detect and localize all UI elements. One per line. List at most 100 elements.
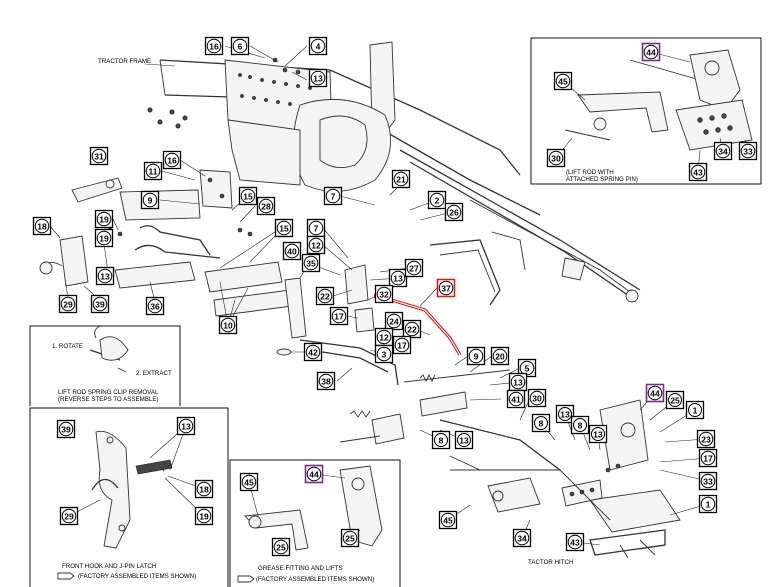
- step-rotate-label: 1. ROTATE: [52, 343, 83, 350]
- callout-15: 15: [274, 218, 294, 238]
- callout-number: 13: [393, 274, 403, 284]
- clip-removal-title: LIFT ROD SPRING CLIP REMOVAL: [58, 389, 159, 396]
- inset-front-hook-panel: [29, 407, 229, 587]
- callout-41: 41: [506, 389, 526, 409]
- callout-9: 9: [140, 190, 160, 210]
- callout-number: 45: [558, 77, 568, 87]
- callout-36: 36: [145, 296, 165, 316]
- callout-28: 28: [256, 196, 276, 216]
- callout-22: 22: [402, 319, 422, 339]
- callout-2: 2: [427, 190, 447, 210]
- callout-number: 44: [309, 470, 319, 480]
- callout-number: 33: [743, 147, 753, 157]
- callout-number: 25: [670, 396, 680, 406]
- callout-number: 8: [578, 421, 583, 431]
- callout-number: 42: [308, 348, 318, 358]
- callout-13: 13: [588, 424, 608, 444]
- callout-number: 12: [311, 241, 321, 251]
- callout-number: 31: [94, 152, 104, 162]
- callout-39: 39: [90, 294, 110, 314]
- callout-number: 27: [409, 264, 419, 274]
- callout-30: 30: [527, 388, 547, 408]
- callout-9: 9: [466, 346, 486, 366]
- callout-33: 33: [738, 141, 758, 161]
- callout-number: 28: [261, 202, 271, 212]
- callout-32: 32: [374, 284, 394, 304]
- lift-rod-caption-1: (LIFT ROD WITH: [566, 169, 614, 176]
- callout-8: 8: [570, 415, 590, 435]
- callout-23: 23: [696, 429, 716, 449]
- callout-19: 19: [194, 506, 214, 526]
- callout-38: 38: [316, 371, 336, 391]
- callout-number: 25: [276, 543, 286, 553]
- callout-43: 43: [688, 162, 708, 182]
- callout-37: 37: [436, 278, 456, 298]
- callout-number: 44: [650, 389, 660, 399]
- callout-7: 7: [306, 218, 326, 238]
- callout-number: 13: [313, 74, 323, 84]
- callout-number: 8: [539, 419, 544, 429]
- callout-number: 16: [167, 156, 177, 166]
- inset-clip-removal-panel: [29, 325, 181, 406]
- callout-number: 9: [148, 196, 153, 206]
- inset-lift-rod-panel: [530, 37, 762, 185]
- callout-45: 45: [553, 71, 573, 91]
- callout-45: 45: [239, 472, 259, 492]
- callout-40: 40: [282, 241, 302, 261]
- callout-number: 38: [321, 377, 331, 387]
- callout-number: 8: [439, 436, 444, 446]
- callout-18: 18: [194, 479, 214, 499]
- callout-4: 4: [308, 36, 328, 56]
- callout-number: 34: [718, 147, 728, 157]
- inset-front-hook-drawing: [91, 430, 173, 549]
- grease-title: GREASE FITTING AND LIFTS: [258, 565, 343, 572]
- callout-number: 5: [525, 364, 530, 374]
- callout-number: 17: [397, 341, 407, 351]
- callout-number: 36: [150, 302, 160, 312]
- callout-13: 13: [95, 266, 115, 286]
- callout-number: 13: [100, 272, 110, 282]
- callout-1: 1: [698, 494, 718, 514]
- callout-number: 32: [379, 290, 389, 300]
- callout-17: 17: [698, 448, 718, 468]
- front-hook-title: FRONT HOOK AND J-PIN LATCH: [62, 563, 156, 570]
- center-mechanism-drawing: [276, 264, 561, 471]
- callout-13: 13: [176, 416, 196, 436]
- grease-pointer-icon: [237, 575, 255, 583]
- callout-number: 13: [459, 436, 469, 446]
- callout-number: 3: [382, 350, 387, 360]
- callout-number: 16: [209, 42, 219, 52]
- callout-15: 15: [238, 186, 258, 206]
- callout-number: 18: [37, 222, 47, 232]
- callout-number: 22: [320, 292, 330, 302]
- callout-19: 19: [94, 228, 114, 248]
- callout-number: 13: [593, 430, 603, 440]
- callout-8: 8: [431, 430, 451, 450]
- callout-number: 44: [646, 48, 656, 58]
- front-hook-subtitle: (FACTORY ASSEMBLED ITEMS SHOWN): [78, 573, 196, 580]
- step-extract-label: 2. EXTRACT: [136, 370, 172, 377]
- callout-25: 25: [271, 537, 291, 557]
- callout-number: 29: [63, 300, 73, 310]
- callout-18: 18: [32, 216, 52, 236]
- callout-number: 2: [435, 196, 440, 206]
- callout-number: 13: [560, 410, 570, 420]
- callout-number: 15: [243, 192, 253, 202]
- callout-21: 21: [391, 169, 411, 189]
- callout-17: 17: [392, 335, 412, 355]
- callout-33: 33: [698, 471, 718, 491]
- callout-42: 42: [303, 342, 323, 362]
- callout-34: 34: [512, 528, 532, 548]
- callout-10: 10: [218, 315, 238, 335]
- callout-number: 43: [570, 538, 580, 548]
- callout-number: 20: [495, 352, 505, 362]
- inset-clip-removal-drawing: [89, 325, 129, 373]
- callout-number: 12: [379, 333, 389, 343]
- callout-number: 19: [199, 512, 209, 522]
- callout-number: 30: [532, 394, 542, 404]
- callout-number: 21: [396, 175, 406, 185]
- callout-25: 25: [340, 528, 360, 548]
- callout-number: 10: [223, 321, 233, 331]
- callout-30: 30: [546, 148, 566, 168]
- callout-31: 31: [89, 146, 109, 166]
